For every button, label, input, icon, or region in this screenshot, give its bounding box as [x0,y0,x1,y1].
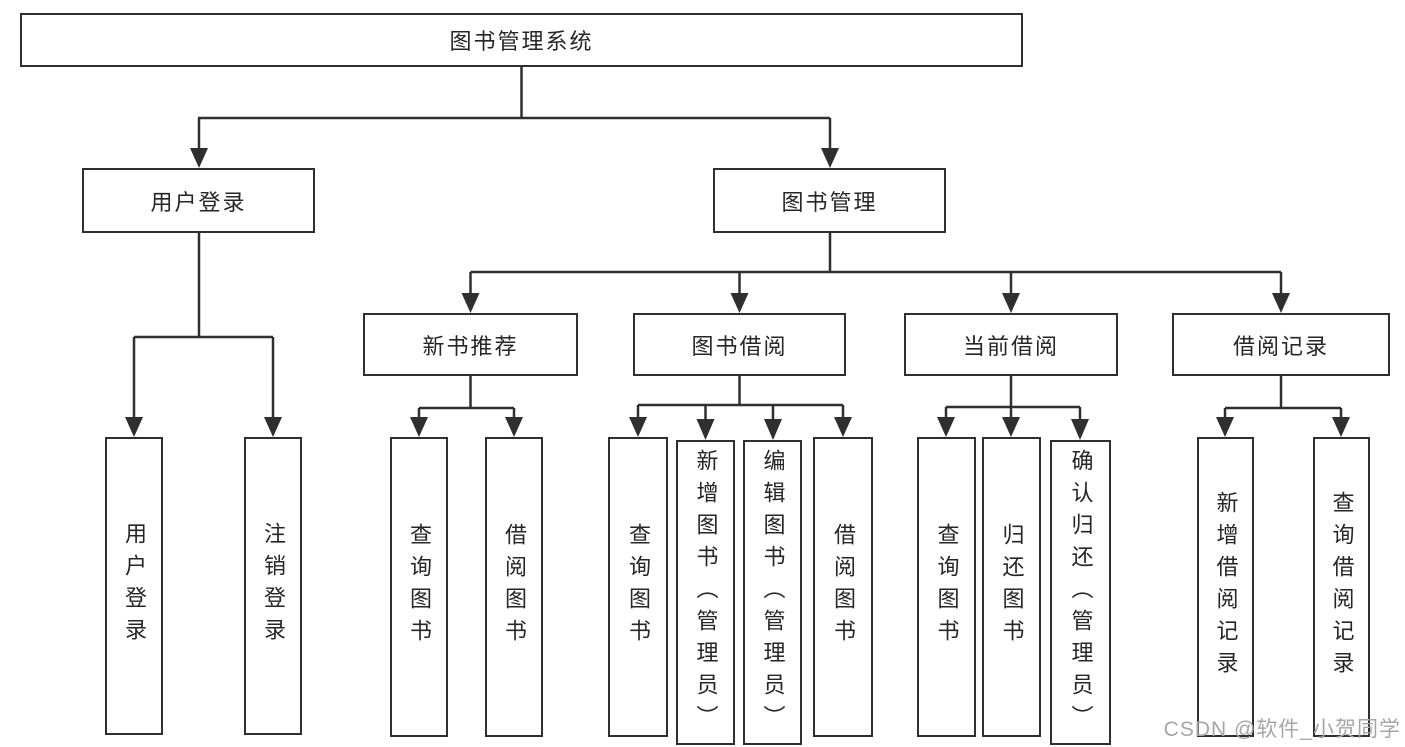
watermark: CSDN @软件_小贺同学 [1163,718,1401,741]
leaf-cb-return-books-label: 归还图书 [999,523,1025,651]
leaf-bb-query-books-label: 查询图书 [626,523,651,651]
leaf-logout-label: 注销登录 [261,522,286,650]
leaf-cb-return-books: 归还图书 [982,437,1041,737]
leaf-cb-confirm-return-admin-label: 确认归还（管理员） [1068,448,1094,737]
leaf-br-add-record-label: 新增借阅记录 [1213,491,1239,683]
node-current-borrow: 当前借阅 [904,313,1118,376]
leaf-user-login: 用户登录 [105,437,163,735]
leaf-nb-query-books-label: 查询图书 [407,523,432,651]
node-book-borrow: 图书借阅 [633,313,846,376]
leaf-logout: 注销登录 [244,437,302,735]
leaf-nb-borrow-books-label: 借阅图书 [502,523,527,651]
connector-book-mgmt-split [461,233,1290,313]
leaf-cb-query-books-label: 查询图书 [934,523,960,651]
leaf-br-query-record-label: 查询借阅记录 [1329,491,1355,683]
connector-root-split [190,67,839,168]
node-book-mgmt: 图书管理 [713,168,946,233]
leaf-nb-query-books: 查询图书 [390,437,448,737]
node-user-login: 用户登录 [82,168,315,233]
leaf-cb-query-books: 查询图书 [917,437,976,737]
connector-user-login-split [125,233,282,437]
connector-current-borrow-split [937,376,1089,440]
node-book-borrow-label: 图书借阅 [691,333,788,359]
leaf-nb-borrow-books: 借阅图书 [485,437,543,737]
leaf-bb-edit-books-admin: 编辑图书（管理员） [743,440,802,745]
leaf-bb-add-books-admin-label: 新增图书（管理员） [693,448,719,737]
leaf-bb-borrow-books-label: 借阅图书 [831,523,856,651]
connector-borrow-record-split [1216,376,1350,437]
node-borrow-record-label: 借阅记录 [1232,333,1329,359]
connector-book-borrow-split [629,376,852,440]
leaf-bb-add-books-admin: 新增图书（管理员） [676,440,735,745]
leaf-br-query-record: 查询借阅记录 [1313,437,1370,737]
leaf-bb-edit-books-admin-label: 编辑图书（管理员） [760,448,786,737]
leaf-user-login-label: 用户登录 [122,522,147,650]
leaf-cb-confirm-return-admin: 确认归还（管理员） [1050,440,1111,745]
leaf-bb-borrow-books: 借阅图书 [813,437,873,737]
leaf-bb-query-books: 查询图书 [608,437,668,737]
node-new-book-recommend-label: 新书推荐 [422,333,519,359]
node-root: 图书管理系统 [20,13,1023,67]
node-new-book-recommend: 新书推荐 [363,313,578,376]
leaf-br-add-record: 新增借阅记录 [1197,437,1254,737]
node-book-mgmt-label: 图书管理 [781,189,878,215]
node-borrow-record: 借阅记录 [1172,313,1390,376]
node-current-borrow-label: 当前借阅 [962,333,1059,359]
node-user-login-label: 用户登录 [150,189,247,215]
connector-new-book-split [410,376,523,437]
node-root-label: 图书管理系统 [449,29,594,54]
